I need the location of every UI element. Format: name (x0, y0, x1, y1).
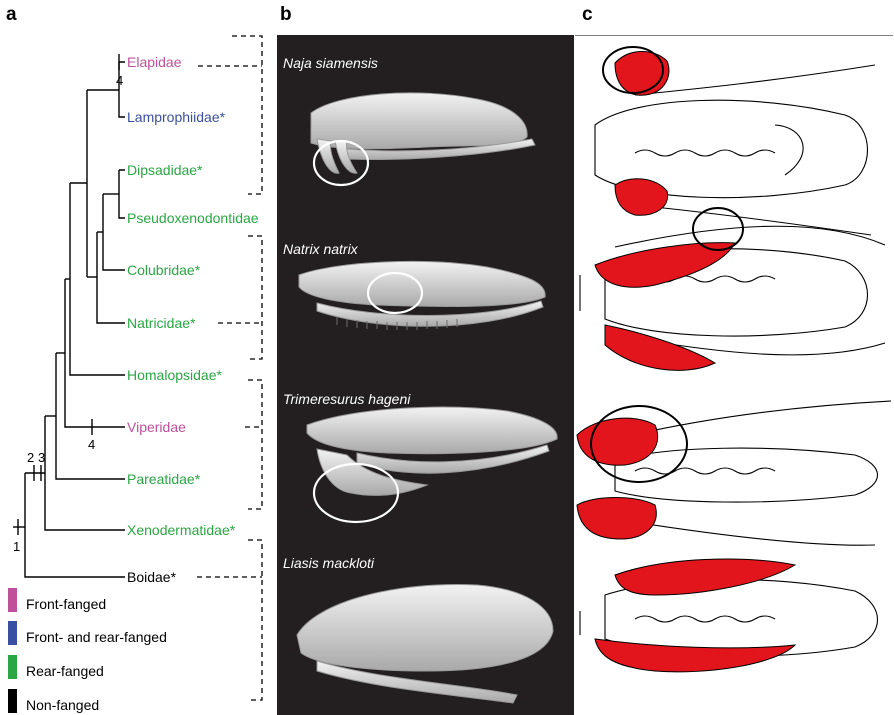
legend-label: Rear-fanged (26, 663, 104, 679)
legend-swatch (8, 655, 17, 679)
panel-label-c: c (582, 4, 593, 26)
skull-trimeresurus (307, 407, 557, 495)
legend-label: Front-fanged (26, 596, 106, 612)
fang-region (595, 639, 795, 672)
fang-region (615, 559, 795, 595)
skull-liasis (297, 584, 553, 703)
legend-swatch (8, 588, 17, 612)
fang-region (615, 179, 668, 216)
skull-naja (311, 93, 535, 173)
legend-swatch (8, 621, 17, 645)
legend-label: Non-fanged (26, 697, 99, 713)
skull-drawings (575, 35, 893, 715)
fang-region (577, 498, 656, 540)
fang-region (577, 418, 658, 465)
skull-photo-panel: Naja siamensis Natrix natrix Trimeresuru… (277, 35, 574, 715)
legend-label: Front- and rear-fanged (26, 629, 167, 645)
fang-region (615, 52, 669, 96)
legend-swatch (8, 689, 17, 713)
skull-photographs (277, 35, 574, 715)
